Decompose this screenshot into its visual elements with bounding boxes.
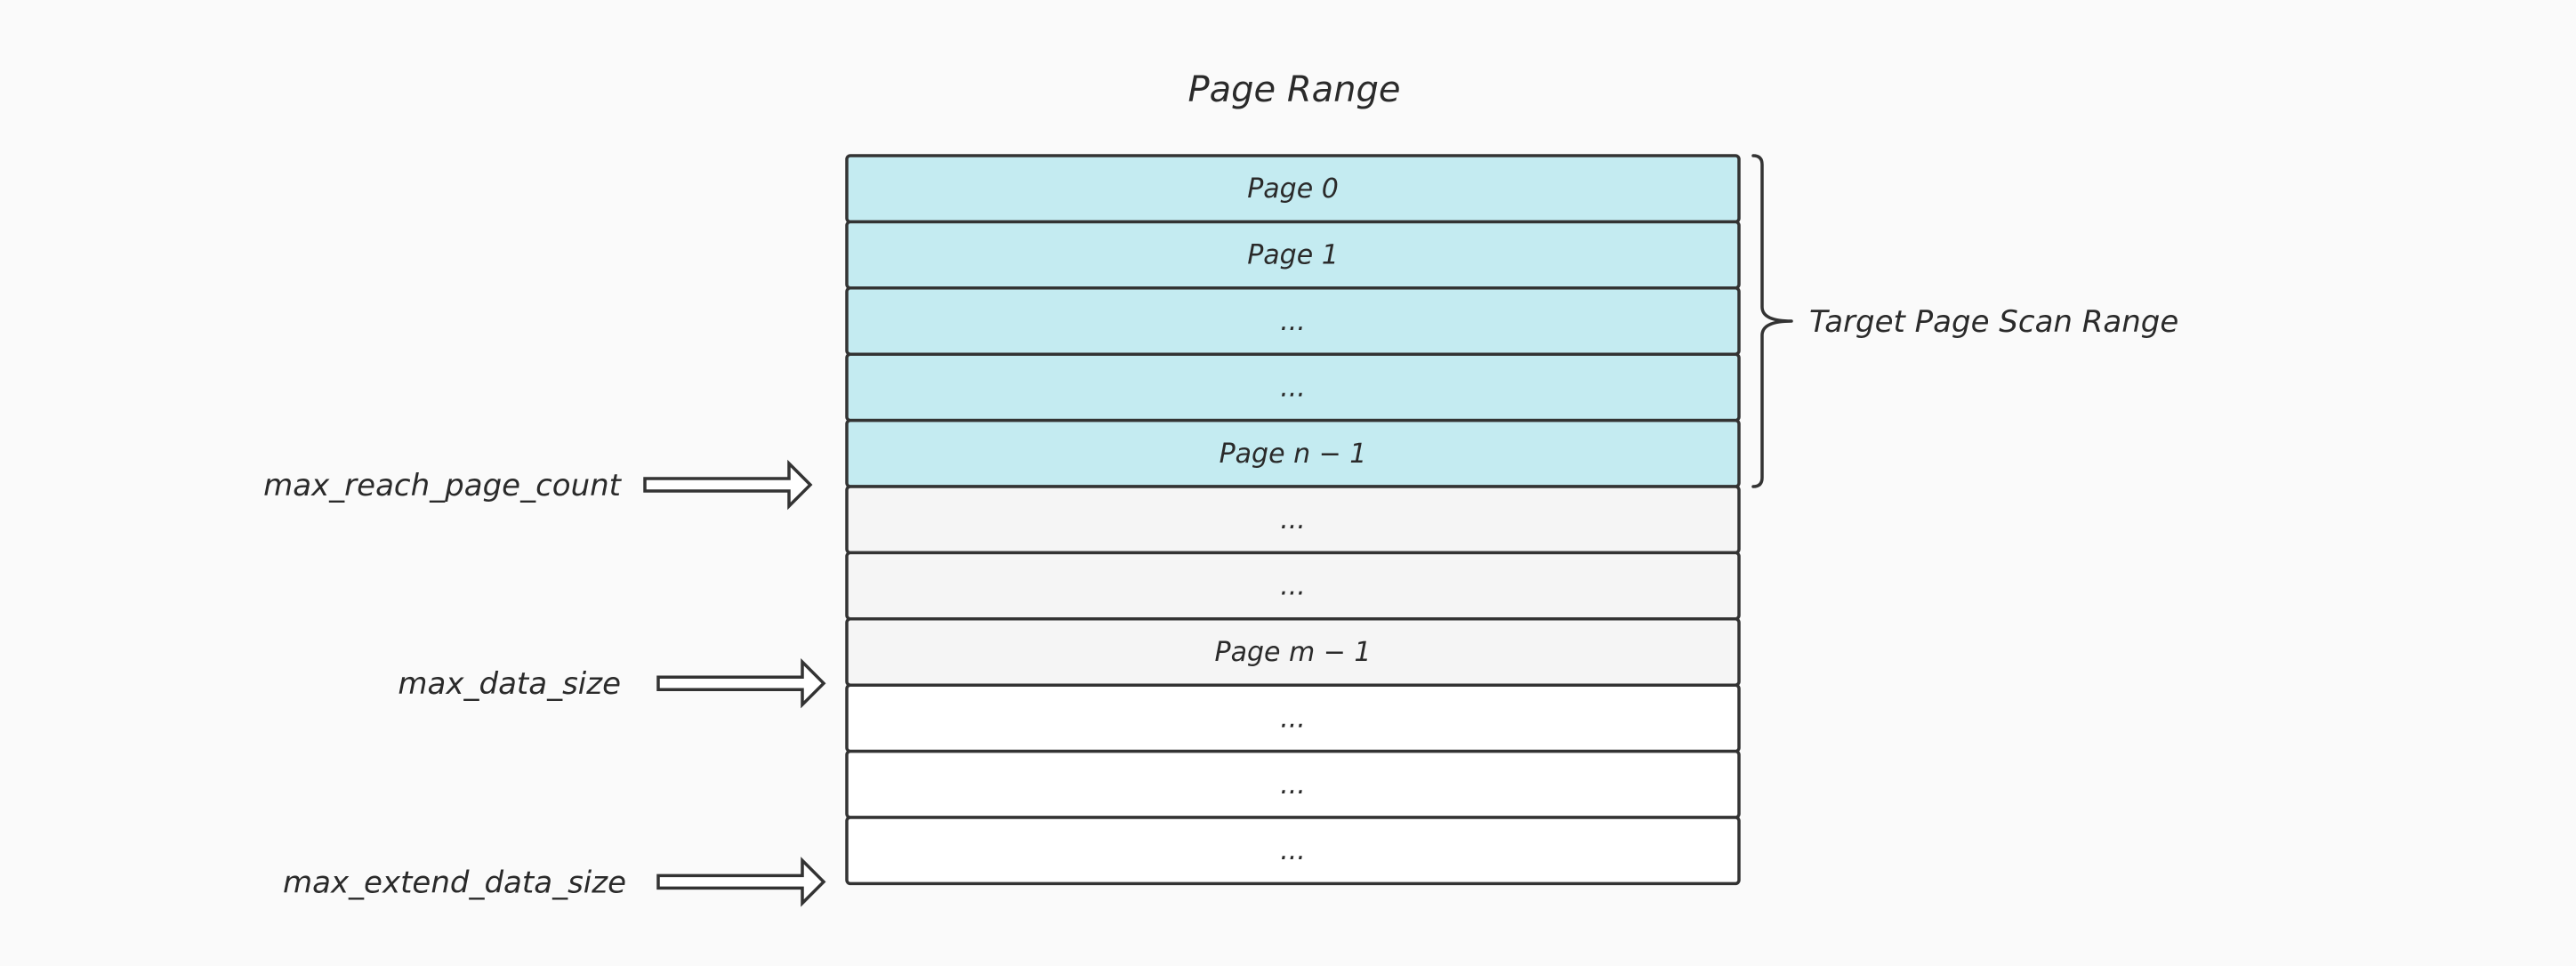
scan-range-label: Target Page Scan Range [1809, 304, 2178, 340]
page-row: Page n − 1 [845, 418, 1741, 488]
right-arrow-icon [656, 657, 826, 709]
page-row: ... [845, 485, 1741, 555]
page-row: Page 1 [845, 220, 1741, 290]
page-label: Page 1 [1247, 240, 1339, 271]
page-row: ... [845, 286, 1741, 356]
page-box [845, 816, 1741, 886]
page-label: ... [1280, 769, 1306, 801]
limit-marker: max_reach_page_count [263, 459, 813, 511]
right-arrow-icon [643, 459, 813, 511]
page-row: ... [845, 749, 1741, 819]
page-label: ... [1280, 504, 1306, 535]
page-row: Page m − 1 [845, 617, 1741, 687]
diagram-title: Page Range [1187, 69, 1400, 110]
page-label: Page m − 1 [1214, 637, 1371, 668]
page-label: ... [1280, 835, 1306, 866]
page-label: ... [1280, 571, 1306, 602]
page-row: ... [845, 816, 1741, 886]
page-label: ... [1280, 306, 1306, 337]
page-row: ... [845, 683, 1741, 753]
limit-label: max_data_size [398, 666, 621, 702]
scan-range-brace: Target Page Scan Range [1751, 154, 2178, 488]
page-label: Page n − 1 [1220, 439, 1367, 470]
curly-brace-icon [1751, 154, 1793, 488]
limit-label: max_reach_page_count [263, 468, 623, 503]
page-row: ... [845, 551, 1741, 621]
page-row: ... [845, 352, 1741, 423]
limit-label: max_extend_data_size [283, 865, 626, 900]
limit-marker: max_extend_data_size [283, 857, 826, 907]
right-arrow-icon [656, 857, 826, 907]
limit-markers: max_reach_page_count max_data_size max_ext… [263, 459, 826, 907]
limit-marker: max_data_size [398, 657, 826, 709]
scan-range: Target Page Scan Range [1751, 154, 2178, 488]
page-label: ... [1280, 372, 1306, 403]
page-row: Page 0 [845, 154, 1741, 224]
page-label: Page 0 [1247, 173, 1339, 205]
page-label: ... [1280, 703, 1306, 734]
page-stack: Page 0 Page 1...... Page n − 1...... Page m… [845, 154, 1741, 886]
